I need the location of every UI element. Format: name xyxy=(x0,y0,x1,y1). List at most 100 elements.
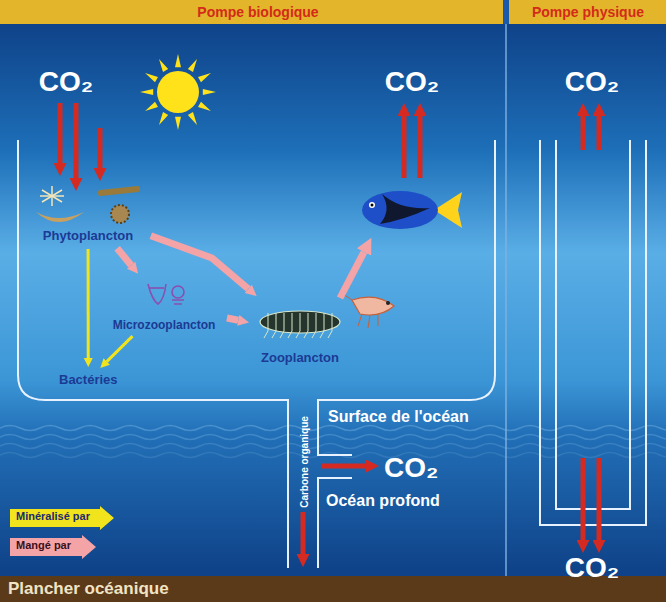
drawing-part xyxy=(18,140,288,568)
drawing-part xyxy=(318,478,352,568)
drawing-part xyxy=(322,464,366,469)
drawing-part xyxy=(145,73,158,82)
drawing-part xyxy=(556,140,630,509)
floor-label: Plancher océanique xyxy=(8,579,169,599)
food-web-arrow xyxy=(87,249,90,358)
microzooplankton-drawing xyxy=(148,284,184,304)
co2-label: CO₂ xyxy=(565,552,619,584)
drawing-part xyxy=(172,286,184,298)
drawing-part xyxy=(402,116,407,178)
drawing-part xyxy=(159,112,168,125)
drawing-part xyxy=(264,331,268,338)
sea-waves xyxy=(0,426,666,458)
drawing-part xyxy=(369,202,375,208)
drawing-part xyxy=(203,89,216,95)
drawing-part xyxy=(0,435,666,440)
pump-heading: Pompe biologique xyxy=(197,3,318,21)
organism-name: Bactéries xyxy=(59,372,118,388)
drawing-part xyxy=(378,314,379,326)
drawing-part xyxy=(352,297,394,315)
drawing-part xyxy=(0,444,666,449)
krill-drawing xyxy=(340,292,394,328)
drawing-part xyxy=(418,116,423,178)
drawing-part xyxy=(358,314,362,326)
drawing-part xyxy=(328,331,332,338)
drawing-part xyxy=(198,102,211,111)
region-divider xyxy=(505,24,507,576)
drawing-part xyxy=(597,116,602,150)
organism-name: Phytoplancton xyxy=(43,228,133,244)
drawing-part xyxy=(292,313,293,331)
drawing-part xyxy=(386,301,390,305)
drawing-part xyxy=(175,117,181,130)
organism-name: Microzooplancton xyxy=(113,318,216,332)
drawing-part xyxy=(276,313,277,331)
drawing-part xyxy=(316,313,317,331)
drawing-part xyxy=(157,71,199,113)
drawing-part xyxy=(198,73,211,82)
drawing-part xyxy=(434,192,462,228)
zooplankton-drawing xyxy=(260,311,340,338)
drawing-part xyxy=(284,313,285,331)
co2-label: CO₂ xyxy=(565,66,619,98)
drawing-part xyxy=(380,194,430,224)
zone-label: Surface de l'océan xyxy=(328,408,469,425)
sun xyxy=(140,54,216,130)
fish-drawing xyxy=(362,191,462,229)
drawing-part xyxy=(362,191,438,229)
co2-label: CO₂ xyxy=(384,452,438,483)
food-web-arrow xyxy=(107,336,133,361)
header-divider xyxy=(503,0,509,24)
plankton-label-box: Phytoplancton xyxy=(28,180,148,246)
drawing-part xyxy=(98,186,140,196)
pipe-label: Carbone organique xyxy=(294,416,312,508)
zone-label: Océan profond xyxy=(326,492,440,510)
drawing-part xyxy=(324,313,325,331)
drawing-part xyxy=(318,140,495,455)
drawing-part xyxy=(300,313,301,331)
co2-label: CO₂ xyxy=(39,66,93,98)
drawing-part xyxy=(188,59,197,72)
drawing-part xyxy=(597,458,602,540)
floor-label: Plancher océanique xyxy=(8,579,169,598)
legend: Minéralisé parMangé par xyxy=(10,506,116,564)
pump-heading: Pompe physique xyxy=(532,4,644,20)
plankton-label-box: Zooplancton xyxy=(252,298,348,368)
legend-swatch xyxy=(10,535,96,559)
drawing-part xyxy=(172,300,184,304)
legend-text: Mangé par xyxy=(10,535,71,552)
drawing-part xyxy=(312,331,316,338)
drawing-part xyxy=(58,103,63,163)
drawing-part xyxy=(540,140,646,525)
co2-label: CO₂ xyxy=(384,452,438,484)
drawing-part xyxy=(332,313,333,331)
drawing-part xyxy=(272,331,276,338)
drawing-part xyxy=(340,292,378,328)
food-web-arrow xyxy=(117,248,131,265)
plankton-label-box: Microzooplancton xyxy=(104,276,224,334)
drawing-part xyxy=(264,313,332,338)
drawing-part xyxy=(74,103,79,178)
drawing-part xyxy=(581,458,586,540)
drawing-part xyxy=(188,112,197,125)
zone-label: Océan profond xyxy=(326,492,440,509)
drawing-part xyxy=(288,331,292,338)
drawing-part xyxy=(371,204,374,207)
drawing-part xyxy=(304,331,308,338)
drawing-part xyxy=(308,313,309,331)
drawing-part xyxy=(148,284,166,304)
drawing-part xyxy=(296,331,300,338)
drawing-part xyxy=(301,512,306,554)
co2-arrows xyxy=(60,103,599,554)
phytoplankton-drawing xyxy=(36,186,140,223)
drawing-part xyxy=(159,59,168,72)
drawing-part xyxy=(40,186,64,206)
physical-pump-outline xyxy=(540,140,646,525)
food-web-arrow xyxy=(151,236,248,289)
drawing-part xyxy=(150,287,164,289)
co2-label: CO₂ xyxy=(385,66,439,98)
plankton-label-box: Bactéries xyxy=(55,370,122,390)
drawing-part xyxy=(280,331,284,338)
co2-label: CO₂ xyxy=(385,66,439,97)
